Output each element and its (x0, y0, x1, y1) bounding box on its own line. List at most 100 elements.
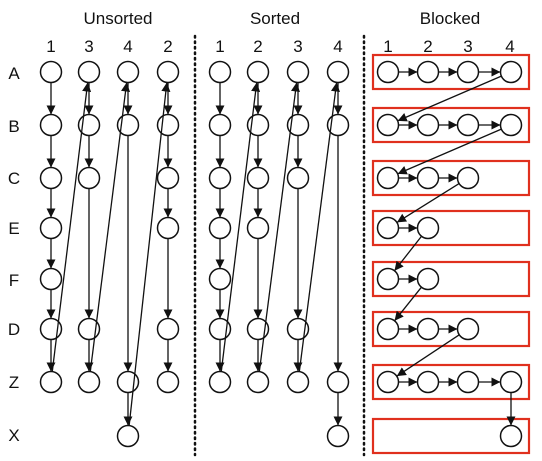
block-f (371, 260, 531, 298)
block-e (371, 209, 531, 247)
blocked-col-3: 3 (463, 37, 472, 56)
block-x-node-4 (499, 424, 523, 448)
blocked-title: Blocked (420, 9, 480, 28)
block-link-d-z (396, 334, 460, 377)
unsorted-col1-node-b (39, 113, 63, 137)
block-c (371, 159, 531, 197)
block-a-node-1 (376, 60, 400, 84)
unsorted-col4-node-x (116, 424, 140, 448)
unsorted-col2-node-z (156, 370, 180, 394)
blocked-col-4: 4 (505, 37, 514, 56)
sorted-jump-3-4 (298, 82, 340, 372)
sorted-col3-node-a (286, 60, 310, 84)
sorted-col1-node-e (208, 216, 232, 240)
unsorted-col-4: 2 (163, 37, 172, 56)
sorted-col3-node-z (286, 370, 310, 394)
row-label-d: D (8, 320, 20, 339)
block-link-e-f (394, 235, 423, 271)
sorted-title: Sorted (250, 9, 300, 28)
block-b (371, 106, 531, 144)
row-label-z: Z (9, 373, 19, 392)
block-b-node-1 (376, 113, 400, 137)
unsorted-col2-node-d (156, 317, 180, 341)
row-label-x: X (8, 426, 19, 445)
block-a (371, 53, 531, 91)
row-label-a: A (8, 64, 20, 83)
unsorted-col1-node-a (39, 60, 63, 84)
unsorted-col4-node-a (116, 60, 140, 84)
block-z (371, 363, 531, 401)
unsorted-col1-node-c (39, 166, 63, 190)
block-b-node-4 (499, 113, 523, 137)
unsorted-col-2: 3 (84, 37, 93, 56)
unsorted-col1-node-e (39, 216, 63, 240)
row-label-f: F (9, 271, 19, 290)
unsorted-col1-node-z (39, 370, 63, 394)
block-link-b-c (397, 128, 502, 175)
sorted-col-1: 1 (215, 37, 224, 56)
sorted-col-3: 3 (293, 37, 302, 56)
block-b-node-2 (416, 113, 440, 137)
sorted-jump-1-2 (220, 82, 261, 372)
sorted-col3-node-c (286, 166, 310, 190)
block-c-node-2 (416, 166, 440, 190)
unsorted-col1-node-f (39, 267, 63, 291)
block-d (371, 310, 531, 348)
unsorted-col3-node-a (77, 60, 101, 84)
sorted-col4-node-z (326, 370, 350, 394)
row-label-b: B (8, 117, 19, 136)
unsorted-jump-1-3 (51, 82, 92, 372)
unsorted-col-1: 1 (46, 37, 55, 56)
row-label-c: C (8, 169, 20, 188)
sorted-col4-node-a (326, 60, 350, 84)
row-label-e: E (8, 219, 19, 238)
block-z-node-4 (499, 370, 523, 394)
block-f-node-2 (416, 267, 440, 291)
block-z-node-2 (416, 370, 440, 394)
diagram-shapes (39, 53, 531, 455)
unsorted-col2-node-e (156, 216, 180, 240)
unsorted-col-3: 4 (123, 37, 132, 56)
unsorted-col2-node-c (156, 166, 180, 190)
unsorted-jump-4-2 (128, 82, 171, 426)
block-c-node-3 (456, 166, 480, 190)
block-b-node-3 (456, 113, 480, 137)
block-link-c-e (396, 183, 460, 223)
block-d-node-2 (416, 317, 440, 341)
block-c-node-1 (376, 166, 400, 190)
sorted-col2-node-e (246, 216, 270, 240)
unsorted-col3-node-z (77, 370, 101, 394)
block-z-node-3 (456, 370, 480, 394)
block-x (371, 417, 531, 455)
block-link-a-b (397, 75, 502, 122)
block-d-node-3 (456, 317, 480, 341)
sorted-col1-node-f (208, 267, 232, 291)
sorted-col2-node-z (246, 370, 270, 394)
block-link-f-d (394, 286, 422, 321)
unsorted-col3-node-c (77, 166, 101, 190)
block-f-node-1 (376, 267, 400, 291)
sorted-col-2: 2 (253, 37, 262, 56)
unsorted-title: Unsorted (84, 9, 153, 28)
sorted-col1-node-a (208, 60, 232, 84)
sorted-col1-node-c (208, 166, 232, 190)
unsorted-col2-node-a (156, 60, 180, 84)
sorted-col2-node-c (246, 166, 270, 190)
block-a-node-2 (416, 60, 440, 84)
sorted-col1-node-z (208, 370, 232, 394)
block-a-node-4 (499, 60, 523, 84)
blocked-col-2: 2 (423, 37, 432, 56)
block-e-node-1 (376, 216, 400, 240)
sorted-jump-2-3 (258, 82, 300, 372)
blocked-col-1: 1 (383, 37, 392, 56)
sorted-col4-node-x (326, 424, 350, 448)
sorted-col1-node-b (208, 113, 232, 137)
sorted-col-4: 4 (333, 37, 342, 56)
block-z-node-1 (376, 370, 400, 394)
unsorted-jump-3-4 (89, 82, 131, 372)
block-d-node-1 (376, 317, 400, 341)
sorted-col2-node-a (246, 60, 270, 84)
unsorted-col2-node-b (156, 113, 180, 137)
